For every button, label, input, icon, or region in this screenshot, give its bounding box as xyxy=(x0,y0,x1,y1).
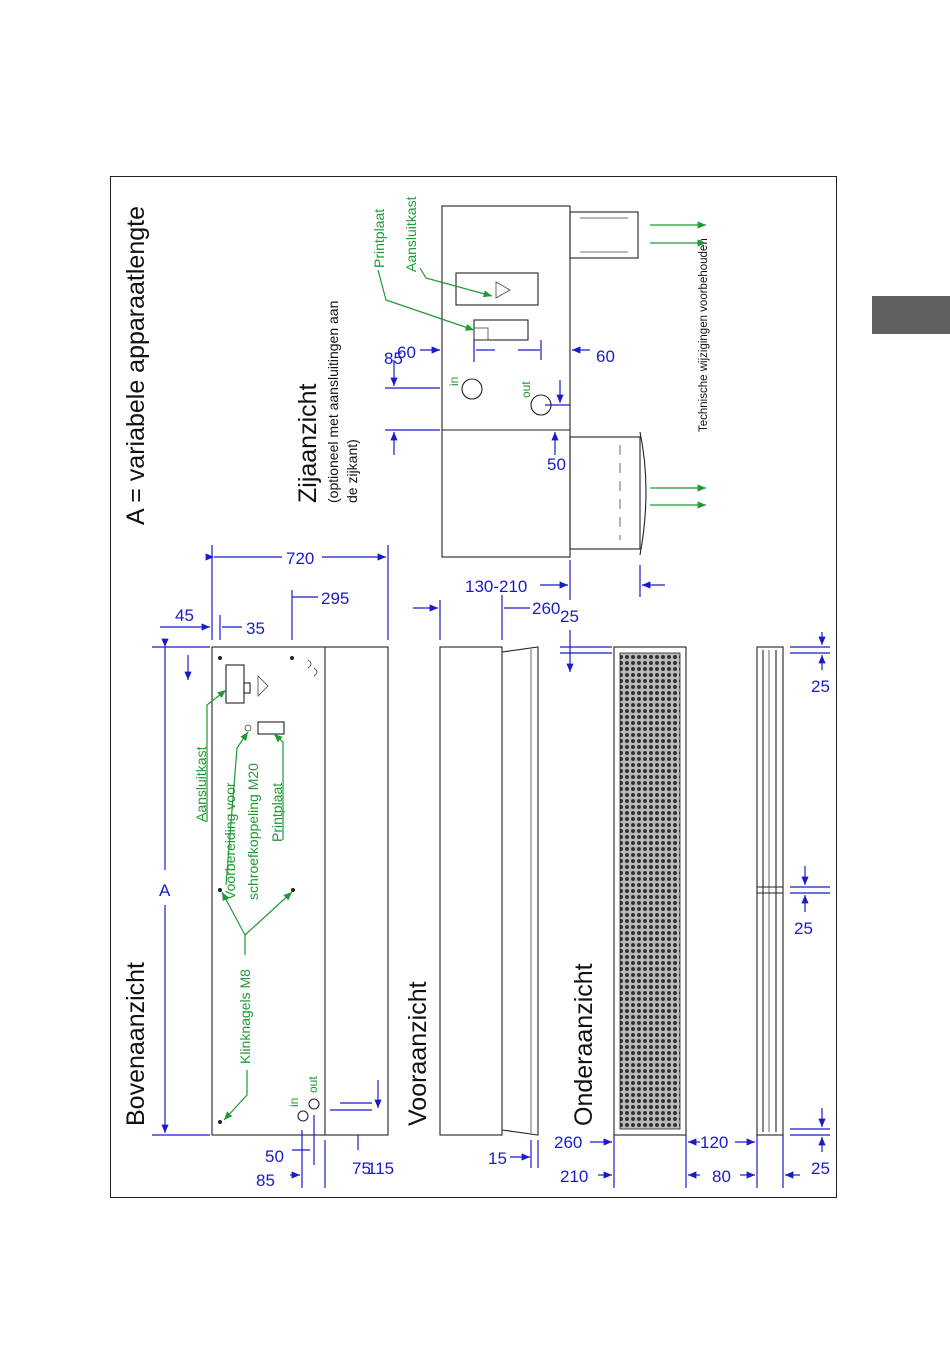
page-side-tab xyxy=(872,296,950,334)
side-label-in: in xyxy=(447,377,461,386)
dim-85-top: 85 xyxy=(256,1171,275,1190)
side-view-title: Zijaanzicht xyxy=(294,383,322,503)
bottom-view xyxy=(613,646,687,1136)
top-view-title: Bovenaanzicht xyxy=(122,962,150,1126)
bottom-view-title: Onderaanzicht xyxy=(570,963,598,1126)
dim-50-top: 50 xyxy=(265,1147,284,1166)
dim-45: 45 xyxy=(175,606,194,625)
label-klinknagels: Klinknagels M8 xyxy=(237,969,253,1064)
slot-view xyxy=(756,646,784,1136)
dim-side-60-left: 60 xyxy=(397,343,416,362)
dim-80: 80 xyxy=(712,1167,731,1186)
disclaimer: Technische wijzigingen voorbehouden xyxy=(698,238,710,432)
front-view-title: Vooraanzicht xyxy=(404,981,432,1126)
dimension-lines xyxy=(152,340,830,1188)
dim-25-slot-top: 25 xyxy=(811,677,830,696)
dim-side-50: 50 xyxy=(547,455,566,474)
dim-260-front: 260 xyxy=(532,599,560,618)
dim-15: 15 xyxy=(488,1149,507,1168)
label-voorbereiding-2: schroefkoppeling M20 xyxy=(245,763,261,900)
label-voorbereiding-1: Voorbereiding voor xyxy=(222,782,238,900)
dim-35: 35 xyxy=(246,619,265,638)
side-label-out: out xyxy=(519,381,533,398)
label-aansluitkast: Aansluitkast xyxy=(193,746,209,822)
front-view xyxy=(439,646,539,1136)
side-view-note-1: (optioneel met aansluitingen aan xyxy=(325,301,341,503)
main-title: A = variabele apparaatlengte xyxy=(122,206,150,525)
dim-120: 120 xyxy=(700,1133,728,1152)
side-label-printplaat: Printplaat xyxy=(371,209,387,268)
dim-295: 295 xyxy=(321,589,349,608)
label-out: out xyxy=(306,1076,320,1093)
drawing-frame xyxy=(110,176,837,1198)
dim-side-60-right: 60 xyxy=(596,347,615,366)
dim-75: 75 xyxy=(352,1159,371,1178)
dim-25-slot-bottom: 25 xyxy=(811,1159,830,1178)
top-view-annotations: Aansluitkast Voorbereiding voor schroefk… xyxy=(193,689,320,1121)
dim-260-bottom: 260 xyxy=(554,1133,582,1152)
label-printplaat: Printplaat xyxy=(269,783,285,842)
dim-a: A xyxy=(159,881,171,900)
dimension-texts: 720 295 45 35 A 50 85 75 115 130-210 260… xyxy=(159,343,830,1190)
dim-130-210: 130-210 xyxy=(465,577,527,596)
label-in: in xyxy=(287,1098,301,1107)
dim-210: 210 xyxy=(560,1167,588,1186)
dim-side-85: 85 xyxy=(384,349,403,368)
side-label-aansluitkast: Aansluitkast xyxy=(403,196,419,272)
top-view xyxy=(211,646,389,1136)
dim-25-slot-mid: 25 xyxy=(794,919,813,938)
dim-25-front: 25 xyxy=(560,607,579,626)
side-view-note-2: de zijkant) xyxy=(344,439,360,503)
dim-115: 115 xyxy=(367,1159,394,1178)
side-view: Printplaat Aansluitkast in out xyxy=(371,196,706,558)
dim-720: 720 xyxy=(286,549,314,568)
